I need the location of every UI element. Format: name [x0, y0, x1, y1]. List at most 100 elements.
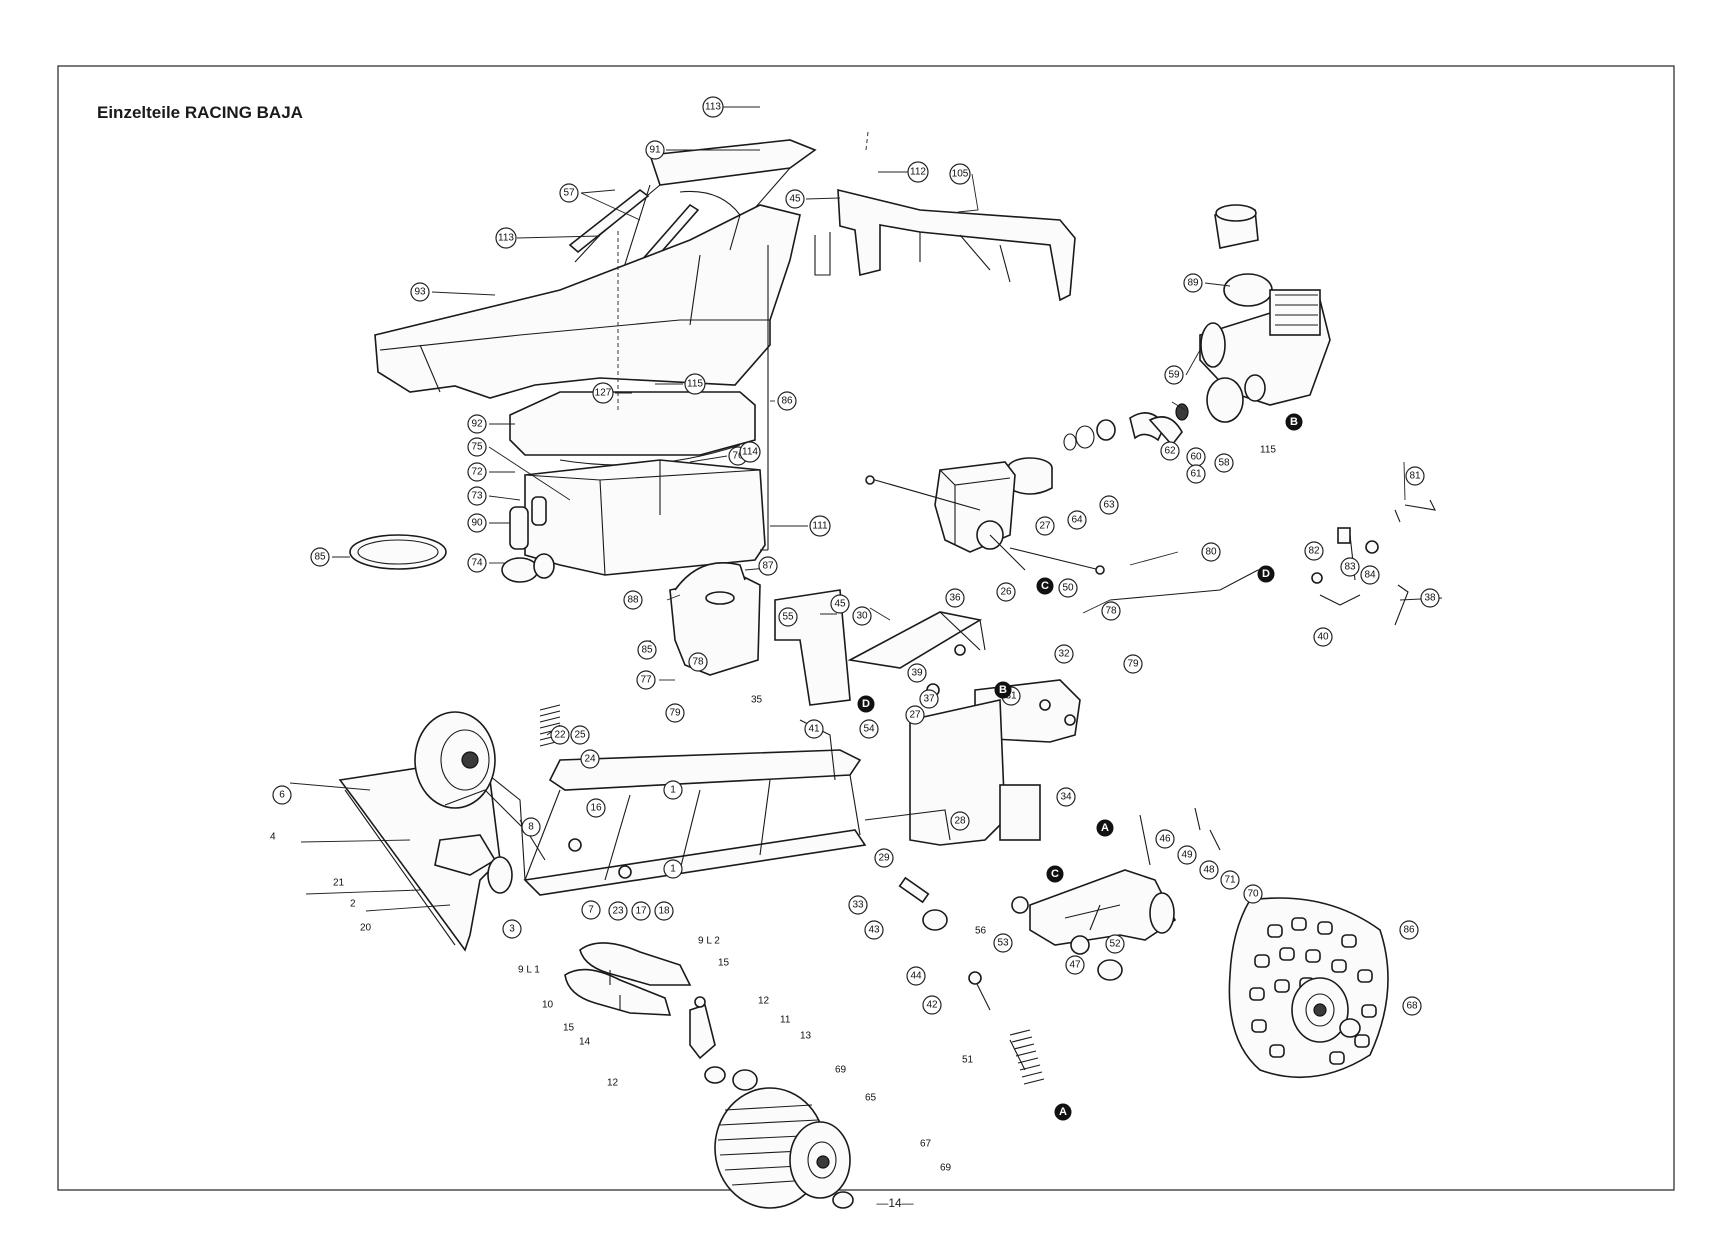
callout-34: 34	[1056, 787, 1076, 807]
page-number: —14—	[876, 1196, 913, 1210]
callout-number: 22	[554, 730, 566, 741]
callout-number: 92	[471, 419, 483, 430]
callout-28: 28	[950, 811, 970, 831]
callout-number: 87	[762, 561, 774, 572]
rear-wheel-drawing	[1228, 897, 1389, 1079]
callout-circle	[580, 749, 600, 769]
callout-1a: 1	[663, 780, 683, 800]
callout-93: 93	[410, 282, 430, 302]
callout-number: 111	[812, 521, 828, 532]
callout-39: 39	[907, 663, 927, 683]
callout-number: 83	[1344, 562, 1356, 573]
callout-circle	[663, 780, 683, 800]
callout-83: 83	[1340, 557, 1360, 577]
callout-75: 75	[467, 437, 487, 457]
callout-number: 77	[640, 675, 652, 686]
callout-circle	[1304, 541, 1324, 561]
callout-circle	[467, 437, 487, 457]
callout-number: 59	[1168, 370, 1180, 381]
callout-circle	[993, 933, 1013, 953]
callout-circle	[758, 556, 778, 576]
callout-circle	[592, 382, 614, 404]
part-label-10: 10	[542, 1000, 554, 1011]
page-frame	[57, 65, 1675, 1191]
chassis-drawing	[338, 561, 1081, 952]
callout-number: 115	[687, 379, 703, 390]
callout-number: 38	[1424, 593, 1436, 604]
callout-number: 54	[863, 724, 875, 735]
callout-circle	[467, 414, 487, 434]
marker-circle	[1046, 865, 1064, 883]
callout-number: 88	[627, 595, 639, 606]
callout-circle	[581, 900, 601, 920]
part-label-56: 56	[975, 926, 987, 937]
callout-85b: 85	[637, 640, 657, 660]
callout-number: 1	[670, 864, 676, 875]
callout-number: 29	[878, 853, 890, 864]
callout-circle	[310, 547, 330, 567]
callout-number: 60	[1190, 452, 1202, 463]
callout-circle	[864, 920, 884, 940]
marker-letter: A	[1101, 822, 1109, 834]
part-label-13: 13	[800, 1031, 812, 1042]
callout-number: 48	[1203, 865, 1215, 876]
part-label-12a: 12	[758, 996, 770, 1007]
callout-71: 71	[1220, 870, 1240, 890]
callout-40: 40	[1313, 627, 1333, 647]
callout-circle	[570, 725, 590, 745]
callout-circle	[688, 652, 708, 672]
marker-letter: C	[1041, 580, 1049, 592]
callout-8: 8	[521, 817, 541, 837]
callout-circle	[467, 553, 487, 573]
part-label-9l1: 9 L 1	[518, 965, 540, 976]
callout-number: 30	[856, 611, 868, 622]
callout-number: 3	[509, 924, 515, 935]
callout-number: 63	[1103, 500, 1115, 511]
callout-circle	[1243, 884, 1263, 904]
callout-111: 111	[809, 515, 831, 537]
callout-114: 114	[739, 441, 761, 463]
callout-circle	[637, 640, 657, 660]
front-arms-drawing	[564, 942, 758, 1091]
callout-61: 61	[1186, 464, 1206, 484]
connection-marker-B1: B	[1285, 413, 1303, 431]
callout-circle	[905, 705, 925, 725]
front-wheel-drawing	[714, 1087, 854, 1209]
callout-113b: 113	[495, 227, 517, 249]
callout-79a: 79	[1123, 654, 1143, 674]
callout-91: 91	[645, 140, 665, 160]
callout-30: 30	[852, 606, 872, 626]
marker-letter: B	[1290, 416, 1298, 428]
callout-113a: 113	[702, 96, 724, 118]
callout-number: 90	[471, 518, 483, 529]
callout-number: 82	[1308, 546, 1320, 557]
callout-number: 70	[1247, 889, 1259, 900]
body-shell-drawing	[349, 139, 817, 583]
callout-circle	[495, 227, 517, 249]
callout-105: 105	[949, 163, 971, 185]
callout-57: 57	[559, 183, 579, 203]
callout-circle	[859, 719, 879, 739]
callout-81: 81	[1405, 466, 1425, 486]
callout-circle	[906, 966, 926, 986]
callout-77: 77	[636, 670, 656, 690]
part-label-2: 2	[350, 899, 356, 910]
callout-49: 49	[1177, 845, 1197, 865]
part-label-67: 67	[920, 1139, 932, 1150]
callout-45a: 45	[785, 189, 805, 209]
callout-92: 92	[467, 414, 487, 434]
callout-circle	[467, 513, 487, 533]
callout-circle	[785, 189, 805, 209]
callout-circle	[922, 995, 942, 1015]
callout-number: 89	[1187, 278, 1199, 289]
part-label-15b: 15	[563, 1023, 575, 1034]
callout-number: 50	[1062, 583, 1074, 594]
callout-number: 23	[612, 906, 624, 917]
callout-86a: 86	[777, 391, 797, 411]
callout-circle	[852, 606, 872, 626]
callout-circle	[1214, 453, 1234, 473]
callout-circle	[1199, 860, 1219, 880]
callout-87: 87	[758, 556, 778, 576]
callout-circle	[623, 590, 643, 610]
